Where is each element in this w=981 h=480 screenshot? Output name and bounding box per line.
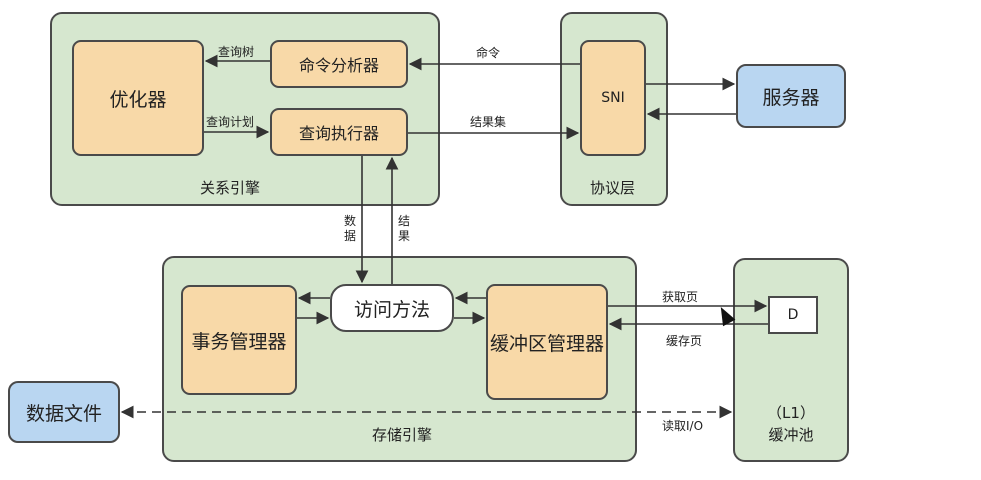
query-plan-label: 查询计划 xyxy=(206,115,255,129)
result-set-label: 结果集 xyxy=(470,115,507,129)
query-executor-box: 查询执行器 xyxy=(270,108,408,156)
transaction-manager-box: 事务管理器 xyxy=(181,285,297,395)
cache-page-label: 缓存页 xyxy=(666,334,703,348)
relational-engine-label: 关系引擎 xyxy=(200,179,261,197)
access-methods-box: 访问方法 xyxy=(330,284,454,332)
storage-engine-label: 存储引擎 xyxy=(372,426,433,444)
data-label: 数据 xyxy=(343,214,356,243)
buffer-pool-group xyxy=(733,258,849,462)
protocol-layer-label: 协议层 xyxy=(590,179,636,197)
page-d-box: D xyxy=(768,296,818,334)
command-parser-box: 命令分析器 xyxy=(270,40,408,88)
get-page-label: 获取页 xyxy=(662,290,699,304)
command-label: 命令 xyxy=(476,46,501,60)
optimizer-box: 优化器 xyxy=(72,40,204,156)
data-file-box: 数据文件 xyxy=(8,381,120,443)
sni-box: SNI xyxy=(580,40,646,156)
query-tree-label: 查询树 xyxy=(218,45,255,59)
result-label: 结果 xyxy=(397,214,410,243)
server-box: 服务器 xyxy=(736,64,846,128)
read-io-label: 读取I/O xyxy=(662,419,704,433)
buffer-pool-label: （L1） 缓冲池 xyxy=(767,404,815,444)
buffer-manager-box: 缓冲区管理器 xyxy=(486,284,608,400)
